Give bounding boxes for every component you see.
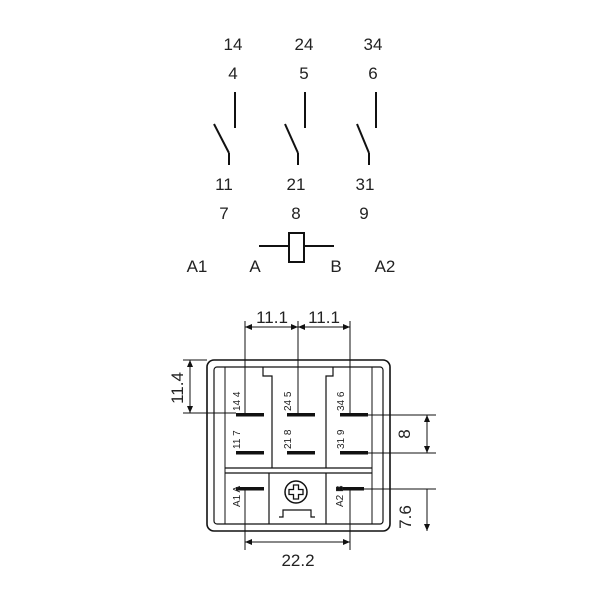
contact-group-1: 14 4 11 7 (213, 35, 243, 223)
contact-2-switch (284, 123, 299, 154)
partitions (225, 367, 372, 524)
screw-icon (284, 480, 308, 504)
left-extension-lines (183, 359, 236, 414)
pin-label-31-9: 31 9 (336, 429, 347, 449)
contact-3-com-pin: 9 (359, 204, 368, 223)
dim-left-value: 11.4 (168, 372, 187, 404)
top-extension-lines (244, 321, 351, 413)
pin-label-24-5: 24 5 (283, 391, 294, 411)
contact-1-com-code: 11 (215, 175, 233, 194)
contact-1-no-code: 14 (224, 35, 243, 54)
dimensions: 11.1 11.1 11.4 8 7.6 22.2 (168, 308, 436, 570)
coil-a1-label: A1 (187, 257, 208, 276)
contact-1-switch (213, 123, 230, 154)
pin-label-34-6: 34 6 (336, 391, 347, 411)
dim-right-mid-value: 8 (395, 429, 414, 438)
contact-group-2: 24 5 21 8 (284, 35, 314, 223)
coil-a2-label: A2 (375, 257, 396, 276)
contact-1-com-pin: 7 (219, 204, 228, 223)
pin-label-14-4: 14 4 (232, 391, 243, 411)
coil-a-label: A (249, 257, 261, 276)
right-extension-lines (364, 414, 436, 490)
pin-label-21-8: 21 8 (283, 429, 294, 449)
pin-label-a2-b: A2 B (335, 485, 346, 507)
contact-1-no-pin: 4 (228, 64, 237, 83)
contact-2-com-pin: 8 (291, 204, 300, 223)
pin-slots (236, 413, 368, 491)
contact-3-no-pin: 6 (368, 64, 377, 83)
dim-bottom-value: 22.2 (281, 551, 314, 570)
pin-label-11-7: 11 7 (232, 430, 243, 449)
dim-top-left-value: 11.1 (256, 308, 288, 327)
contact-3-switch (356, 123, 370, 154)
pin-label-a1-a: A1 A (232, 486, 243, 507)
coil-symbol: A1 A B A2 (187, 232, 396, 276)
contact-2-com-code: 21 (287, 175, 306, 194)
contact-2-no-code: 24 (295, 35, 314, 54)
dim-top-right-value: 11.1 (308, 308, 340, 327)
contact-group-3: 34 6 31 9 (356, 35, 383, 223)
coil-b-label: B (330, 257, 341, 276)
dim-right-bottom-value: 7.6 (396, 505, 415, 529)
coil-body (288, 232, 305, 263)
contact-2-no-pin: 5 (299, 64, 308, 83)
pin-labels: 14 4 24 5 34 6 11 7 21 8 31 9 A1 A A2 B (232, 391, 347, 507)
contact-schematic: 14 4 11 7 24 5 21 8 34 6 31 9 (187, 35, 396, 276)
contact-3-no-code: 34 (364, 35, 383, 54)
contact-3-com-code: 31 (356, 175, 375, 194)
